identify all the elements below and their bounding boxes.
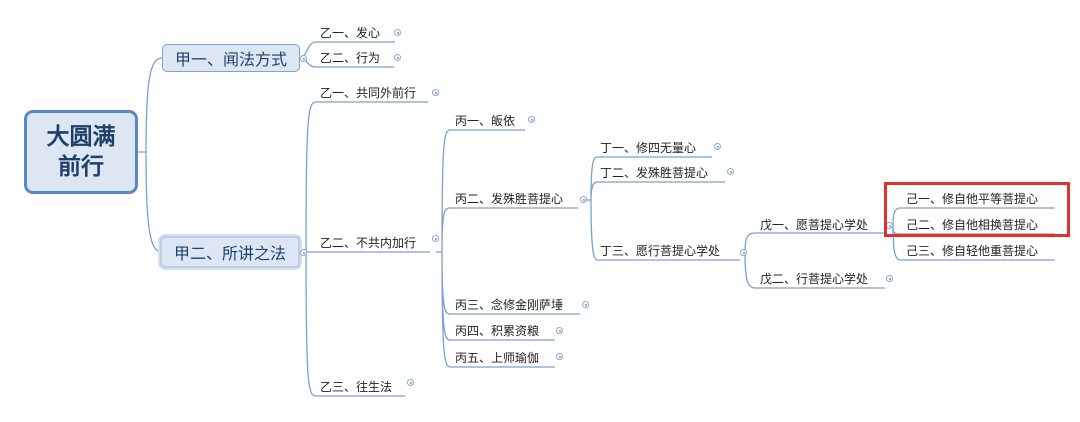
highlight-box [884, 182, 1070, 237]
topic-ji-2[interactable]: 己二、修自他相换菩提心 [906, 218, 1039, 232]
collapse-toggle-icon[interactable] [580, 196, 587, 203]
topic-ji-1[interactable]: 己一、修自他平等菩提心 [906, 192, 1039, 206]
topic-bing-1[interactable]: 丙一、皈依 [455, 114, 516, 128]
topic-ji-3[interactable]: 己三、修自轻他重菩提心 [906, 244, 1039, 258]
expand-toggle-icon[interactable] [886, 275, 893, 282]
topic-ding-1[interactable]: 丁一、修四无量心 [600, 141, 697, 155]
topic-yi-1-fa-xin[interactable]: 乙一、发心 [320, 26, 381, 40]
collapse-toggle-icon[interactable] [432, 235, 439, 242]
topic-bing-2[interactable]: 丙二、发殊胜菩提心 [455, 192, 564, 206]
topic-ding-2[interactable]: 丁二、发殊胜菩提心 [600, 166, 709, 180]
expand-toggle-icon[interactable] [528, 116, 535, 123]
expand-toggle-icon[interactable] [394, 54, 401, 61]
collapse-toggle-icon[interactable] [300, 249, 307, 256]
expand-toggle-icon[interactable] [727, 168, 734, 175]
expand-toggle-icon[interactable] [714, 143, 721, 150]
expand-toggle-icon[interactable] [407, 379, 414, 386]
root-topic[interactable]: 大圆满 前行 [24, 110, 138, 194]
topic-bing-4[interactable]: 丙四、积累资粮 [455, 324, 540, 338]
topic-bing-5[interactable]: 丙五、上师瑜伽 [455, 351, 540, 365]
topic-wu-1[interactable]: 戊一、愿菩提心学处 [760, 218, 869, 232]
expand-toggle-icon[interactable] [582, 301, 589, 308]
topic-yi-2-xing-wei[interactable]: 乙二、行为 [320, 51, 381, 65]
expand-toggle-icon[interactable] [394, 29, 401, 36]
collapse-toggle-icon[interactable] [740, 249, 747, 256]
expand-toggle-icon[interactable] [556, 327, 563, 334]
topic-yi-1-common-preliminaries[interactable]: 乙一、共同外前行 [320, 86, 417, 100]
topic-wu-2[interactable]: 戊二、行菩提心学处 [760, 272, 869, 286]
topic-yi-2-inner-preliminaries[interactable]: 乙二、不共内加行 [320, 236, 417, 250]
topic-ding-3[interactable]: 丁三、愿行菩提心学处 [600, 244, 721, 258]
topic-bing-3[interactable]: 丙三、念修金刚萨埵 [455, 298, 564, 312]
topic-jia-1[interactable]: 甲一、闻法方式 [162, 44, 300, 72]
topic-yi-3-phowa[interactable]: 乙三、往生法 [320, 380, 393, 394]
expand-toggle-icon[interactable] [556, 353, 563, 360]
topic-jia-2[interactable]: 甲二、所讲之法 [160, 236, 300, 268]
expand-toggle-icon[interactable] [432, 89, 439, 96]
collapse-toggle-icon[interactable] [300, 55, 307, 62]
